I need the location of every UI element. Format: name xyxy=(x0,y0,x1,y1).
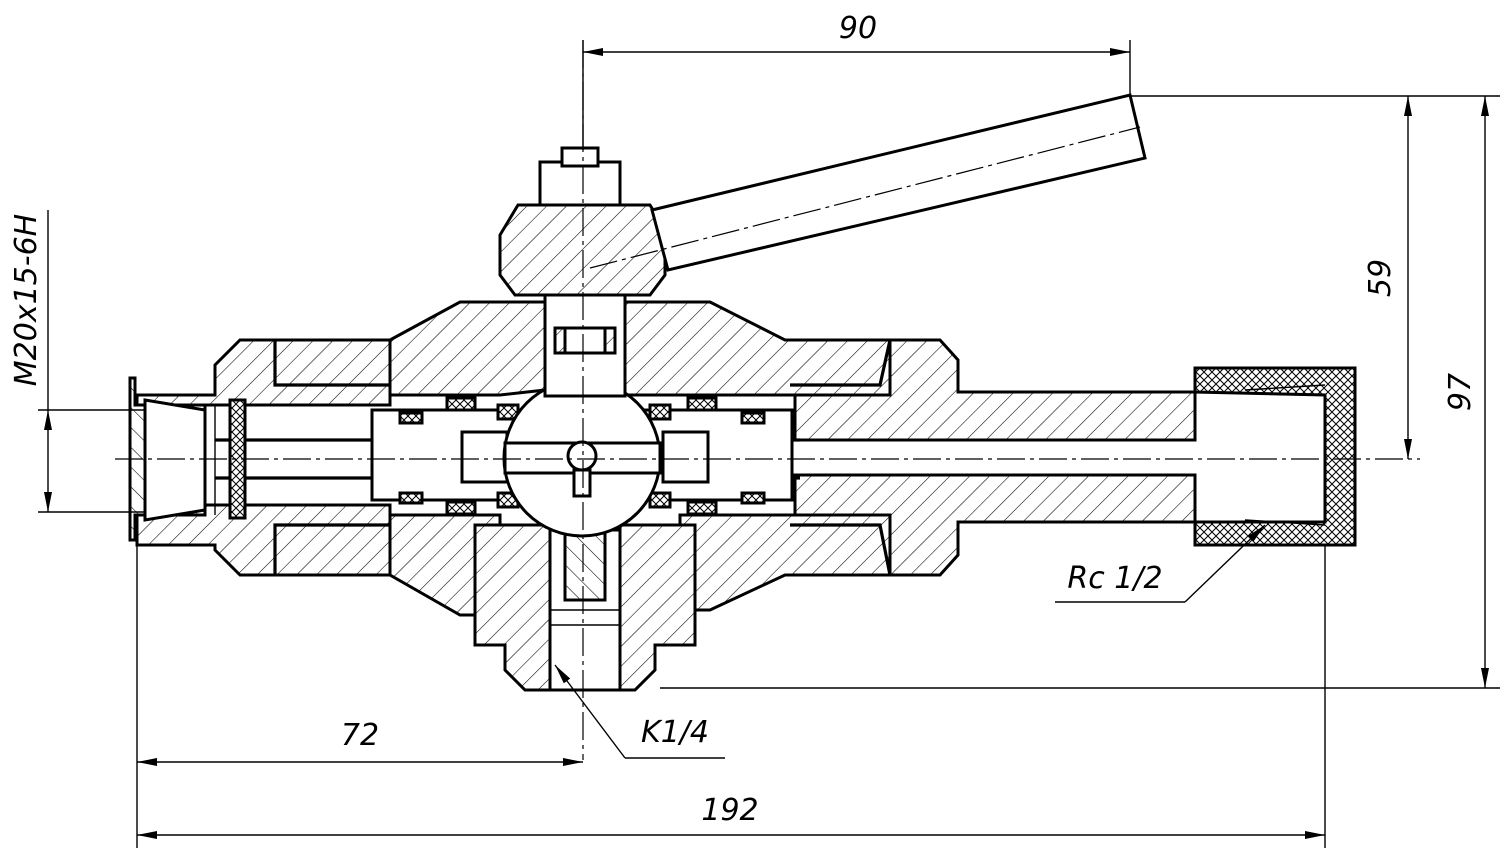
thread-left: M20x15-6H xyxy=(9,210,145,513)
dimension-90: 90 xyxy=(582,11,1131,150)
dimension-192: 192 xyxy=(137,545,1326,848)
dimension-90-label: 90 xyxy=(839,11,877,46)
dimension-192-label: 192 xyxy=(701,793,758,828)
dimension-97-label: 97 xyxy=(1443,373,1478,411)
dimension-59-label: 59 xyxy=(1363,259,1398,297)
dimension-97: 97 xyxy=(660,95,1500,689)
ball-assembly xyxy=(370,378,794,538)
center-lines xyxy=(115,40,1420,760)
dimension-59: 59 xyxy=(1363,96,1412,459)
right-cap xyxy=(1193,366,1357,547)
dimension-72-label: 72 xyxy=(341,718,379,753)
body-inner-lines xyxy=(273,339,892,576)
dimension-72: 72 xyxy=(136,545,583,848)
thread-bottom-label: K1/4 xyxy=(641,715,709,750)
valve-body xyxy=(135,300,1197,692)
handle xyxy=(498,93,1147,297)
thread-right: Rc 1/2 xyxy=(1055,524,1266,603)
thread-bottom: K1/4 xyxy=(554,664,725,759)
thread-left-label: M20x15-6H xyxy=(9,214,44,386)
thread-right-label: Rc 1/2 xyxy=(1067,561,1162,596)
